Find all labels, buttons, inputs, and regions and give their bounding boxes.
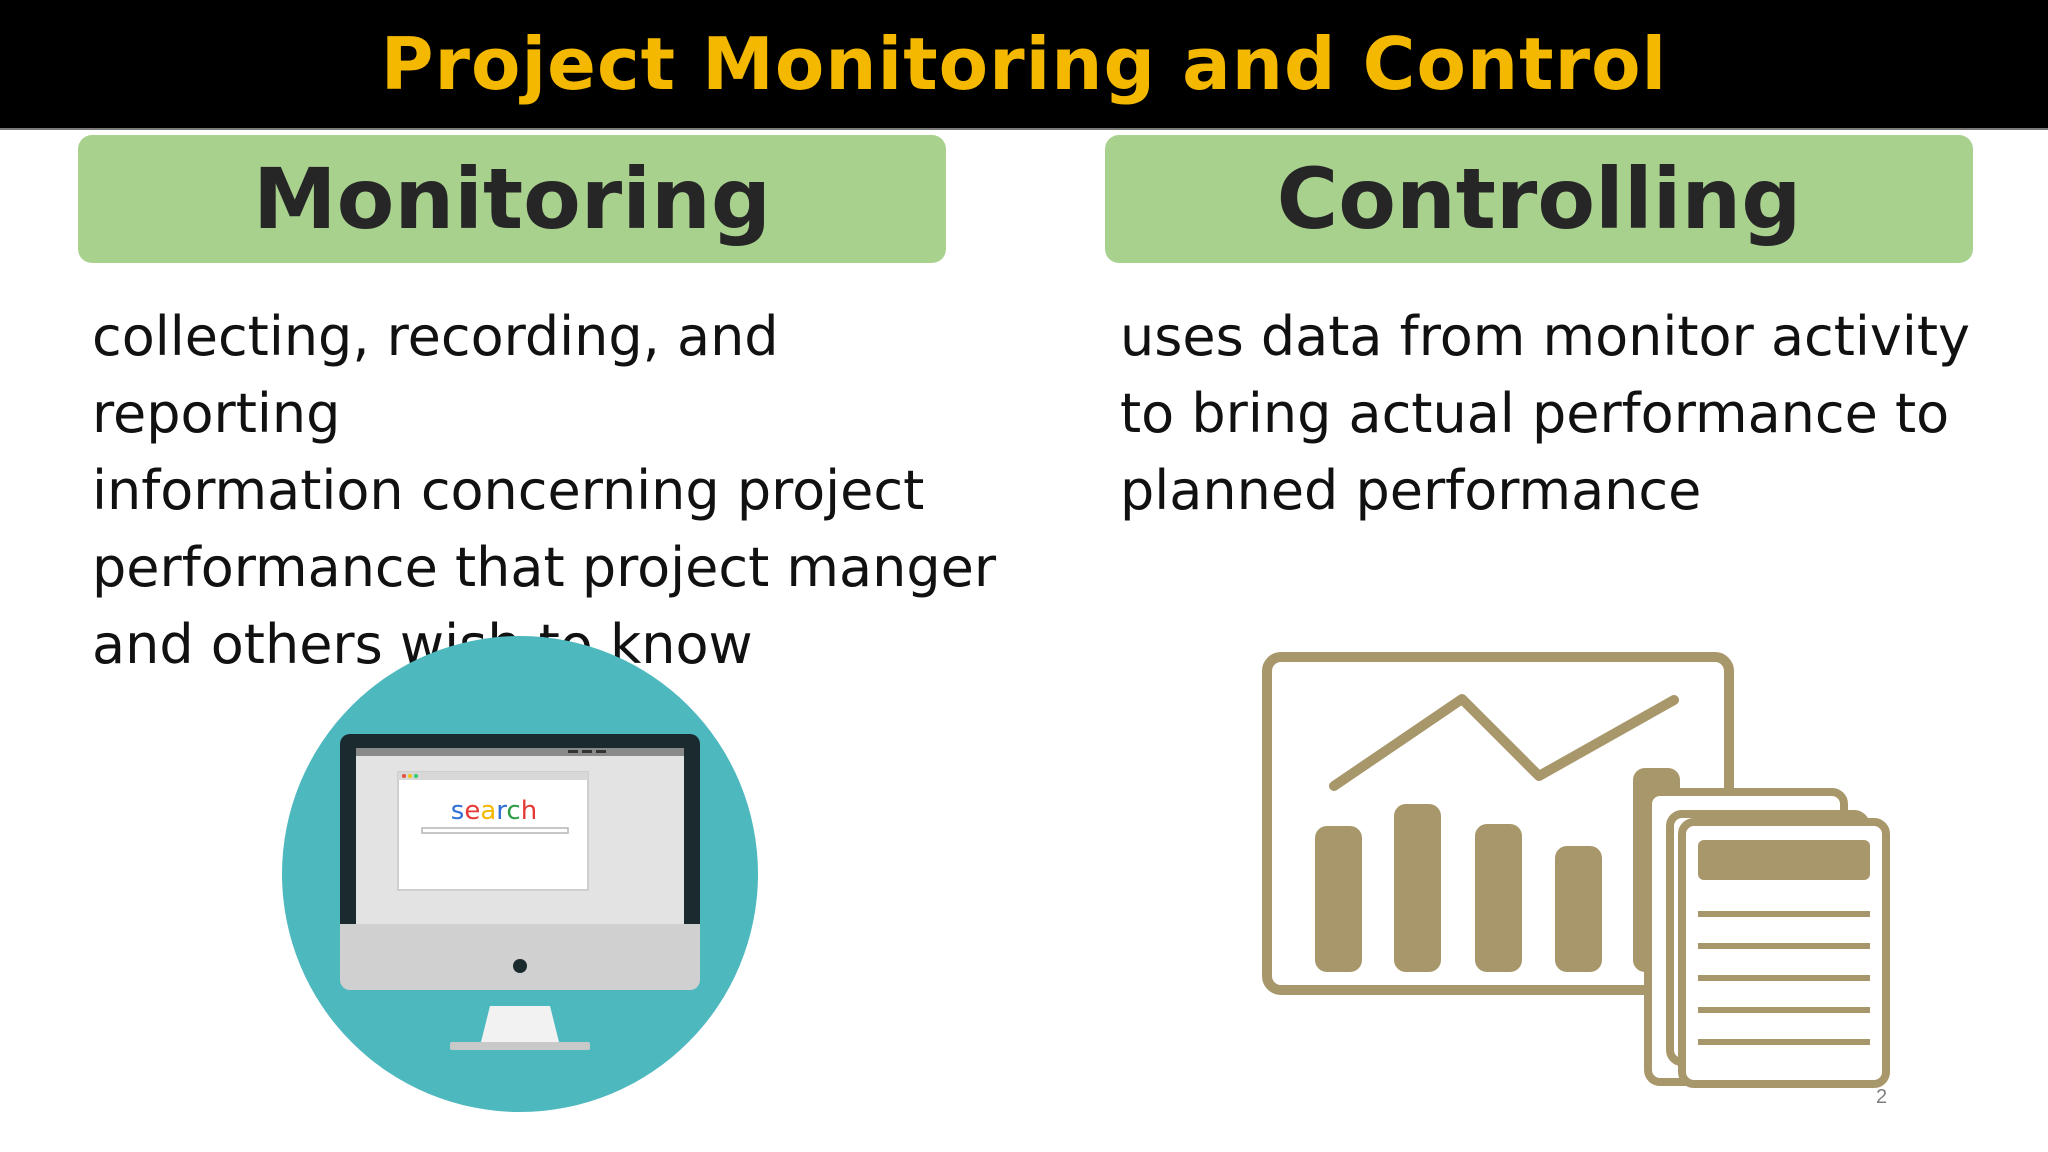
- page-number: 2: [1876, 1086, 1888, 1108]
- controlling-description: uses data from monitor activity to bring…: [1120, 298, 2000, 529]
- controlling-heading-box: Controlling: [1105, 135, 1973, 263]
- slide-title: Project Monitoring and Control: [380, 22, 1668, 106]
- controlling-line: uses data from monitor activity: [1120, 305, 1970, 368]
- title-divider: [0, 128, 2048, 130]
- controlling-heading: Controlling: [1276, 150, 1802, 248]
- monitoring-heading: Monitoring: [253, 150, 771, 248]
- chart-report-icon: [1262, 652, 1890, 1088]
- monitoring-line: performance that project manger: [92, 536, 997, 599]
- search-word: search: [451, 796, 537, 826]
- monitoring-line: information concerning project: [92, 459, 925, 522]
- monitoring-heading-box: Monitoring: [78, 135, 946, 263]
- controlling-line: planned performance: [1120, 459, 1702, 522]
- monitoring-description: collecting, recording, and reporting inf…: [92, 298, 1032, 683]
- title-bar: Project Monitoring and Control: [0, 0, 2048, 128]
- desktop-search-icon: search: [282, 636, 758, 1112]
- monitoring-line: collecting, recording, and reporting: [92, 305, 779, 445]
- controlling-line: to bring actual performance to: [1120, 382, 1950, 445]
